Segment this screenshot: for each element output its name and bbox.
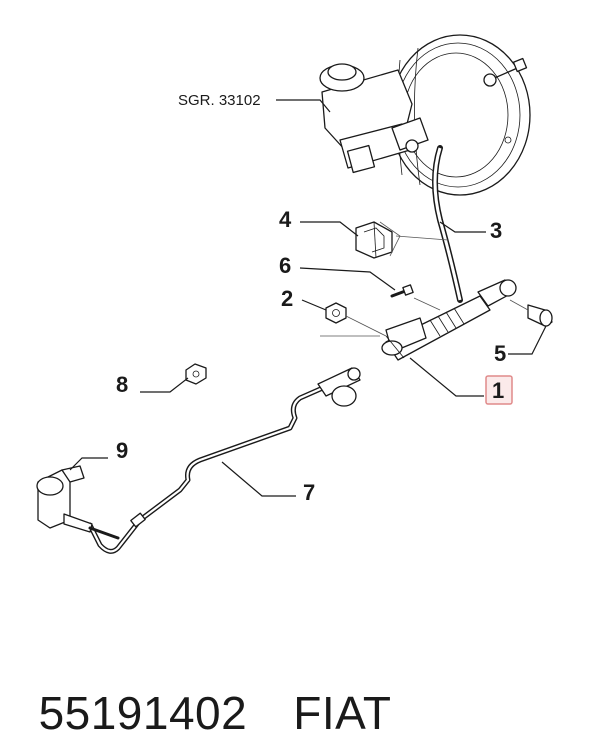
clamp <box>355 221 393 259</box>
elbow-fitting <box>36 465 120 540</box>
assembly-guide-lines <box>320 221 529 337</box>
brake-booster <box>389 34 531 196</box>
bolt <box>390 284 414 298</box>
footer-caption: 55191402 FIAT <box>12 632 391 740</box>
hydraulic-pipe <box>87 367 361 554</box>
small-nut <box>185 363 207 385</box>
pin <box>527 304 553 327</box>
reference-label: SGR. 33102 <box>178 92 261 109</box>
master-cylinder <box>319 63 429 174</box>
exploded-parts-diagram: SGR. 33102 4 6 2 3 5 8 9 7 1 <box>36 34 553 554</box>
callout-2: 2 <box>281 286 293 311</box>
callout-3: 3 <box>490 218 502 243</box>
callout-6: 6 <box>279 253 291 278</box>
callout-8: 8 <box>116 372 128 397</box>
callout-4: 4 <box>279 207 292 232</box>
clutch-master-cylinder <box>381 279 517 361</box>
leader-lines <box>69 99 547 497</box>
brand-name: FIAT <box>293 687 392 739</box>
callout-1: 1 <box>492 378 504 403</box>
part-number: 55191402 <box>38 687 248 739</box>
hose <box>432 145 463 303</box>
callout-9: 9 <box>116 438 128 463</box>
highlight-box <box>485 375 513 405</box>
nut <box>325 302 347 324</box>
highlighted-callout-1: 1 <box>485 375 513 405</box>
callout-5: 5 <box>494 341 506 366</box>
callout-7: 7 <box>303 480 315 505</box>
